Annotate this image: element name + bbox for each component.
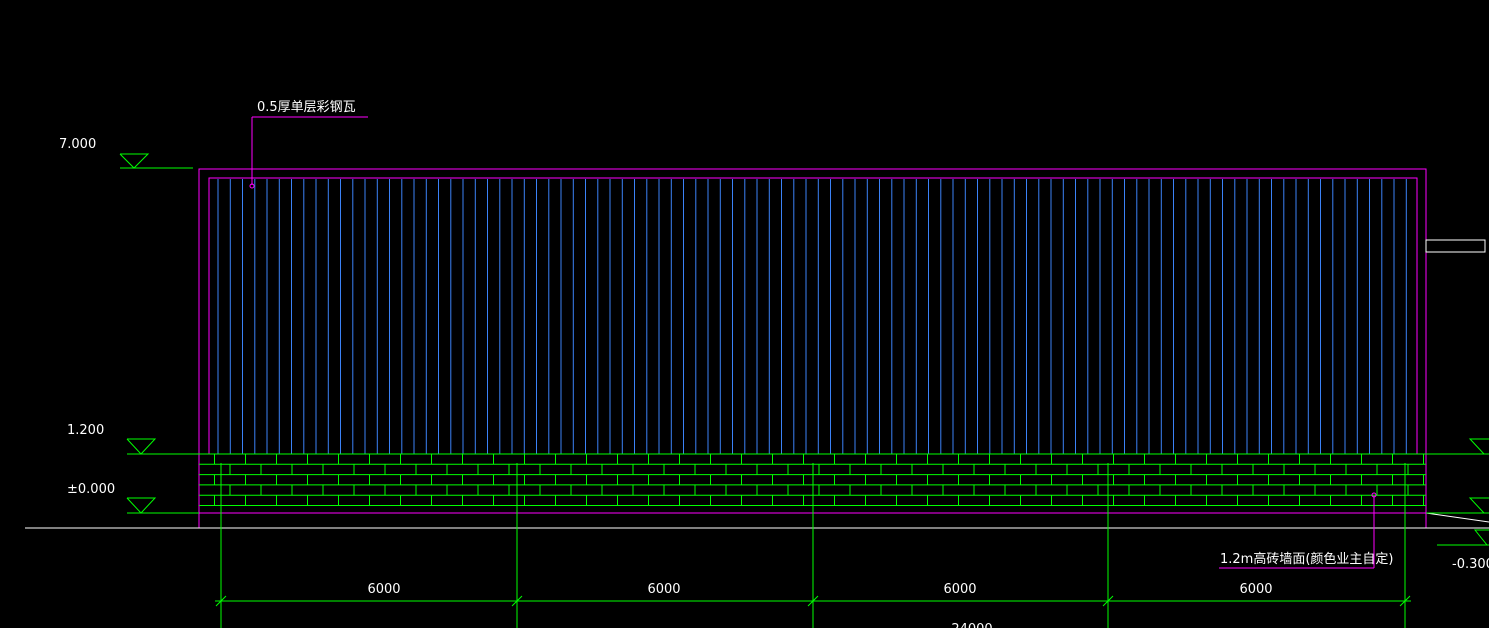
level-marker-icon [119, 153, 193, 169]
wall-note: 1.2m高砖墙面(颜色业主自定) [1220, 551, 1393, 567]
roof-note: 0.5厚单层彩钢瓦 [257, 100, 356, 115]
level-label-floor: ±0.000 [67, 482, 115, 497]
level-marker-icon [1426, 497, 1489, 514]
level-marker-icon [126, 497, 199, 514]
ground-slope-line [1425, 512, 1489, 523]
cladding-frame [208, 177, 1418, 455]
level-marker-icon [1426, 438, 1489, 455]
dimension-total: 24000 [951, 622, 992, 628]
cladding-stripes [217, 179, 1407, 454]
dimension-labels: 6000 6000 6000 6000 24000 [367, 582, 1272, 628]
level-labels: 7.000 1.200 ±0.000 -0.300 [59, 137, 1489, 572]
dimension-bay-3: 6000 [943, 582, 976, 597]
dimension-bay-1: 6000 [367, 582, 400, 597]
level-marker-icon [1437, 529, 1489, 546]
level-label-wall: 1.200 [67, 423, 104, 438]
dimension-bay-4: 6000 [1239, 582, 1272, 597]
level-markers [119, 153, 1489, 546]
level-label-top: 7.000 [59, 137, 96, 152]
roof-note-leader [249, 116, 368, 189]
level-label-ground: -0.300 [1452, 557, 1489, 572]
dimension-bay-2: 6000 [647, 582, 680, 597]
side-window [1425, 239, 1486, 253]
dimension-lines [215, 463, 1411, 628]
wall-note-leader [1219, 492, 1377, 569]
level-marker-icon [126, 438, 199, 455]
